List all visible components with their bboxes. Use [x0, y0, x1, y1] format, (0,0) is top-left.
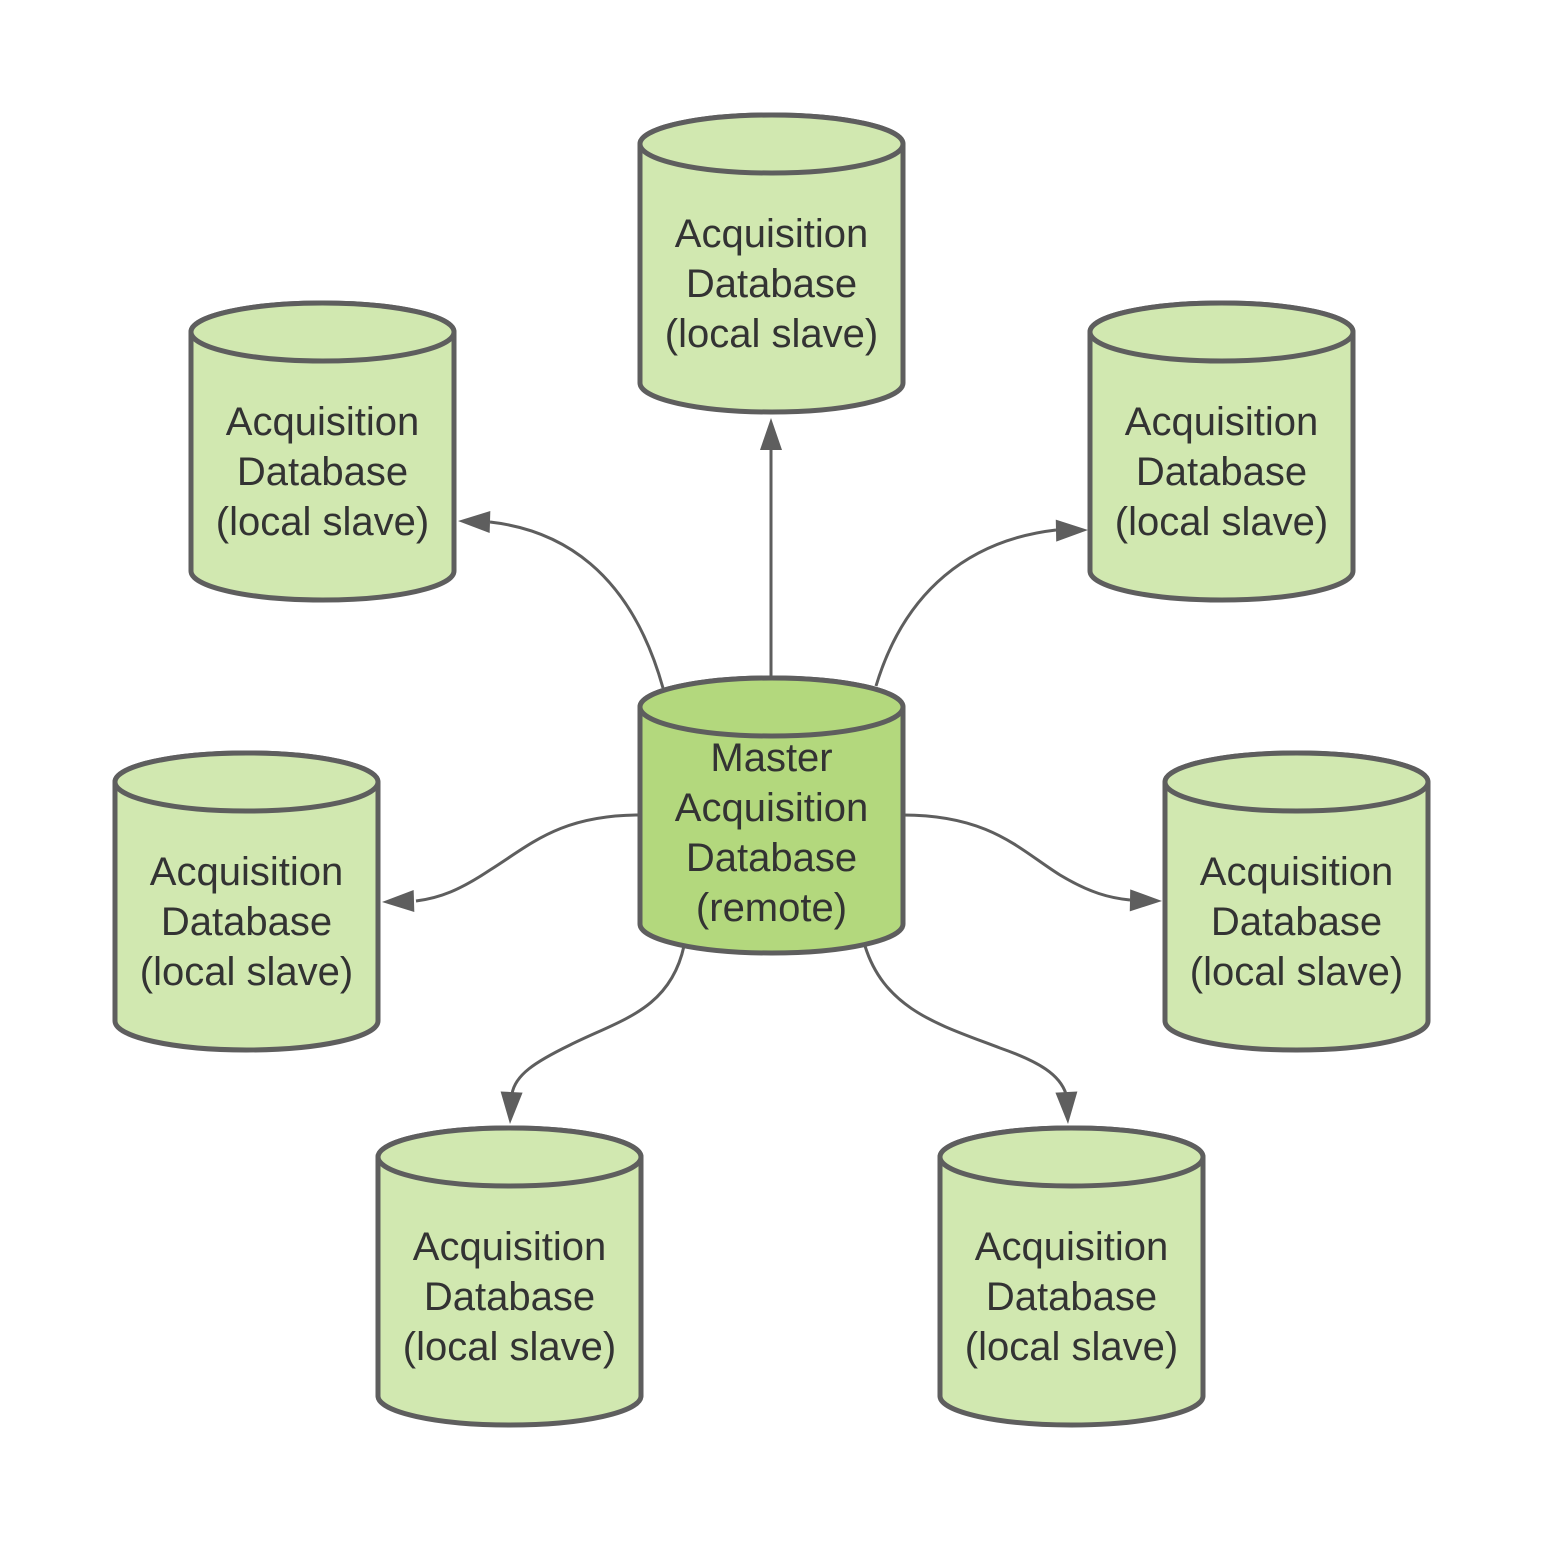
database-label-line: Acquisition [413, 1225, 606, 1269]
replication-edge-upper-left [489, 520, 665, 689]
database-label-line: (local slave) [1115, 500, 1328, 544]
replication-edge-middle-left [415, 813, 641, 903]
database-label-line: Database [986, 1275, 1157, 1319]
edges-layer [382, 418, 1162, 1124]
arrowhead-top [760, 418, 782, 450]
database-label-line: Acquisition [675, 212, 868, 256]
arrowhead-middle-right [1129, 889, 1162, 912]
cylinder-top [375, 1125, 644, 1189]
arrowhead-middle-left [382, 890, 415, 913]
database-label-line: Acquisition [1200, 850, 1393, 894]
database-label-line: Acquisition [1125, 400, 1318, 444]
database-label-line: (local slave) [965, 1325, 1178, 1369]
replication-edge-upper-right [874, 528, 1057, 687]
database-label-line: Database [1211, 900, 1382, 944]
arrowhead-bottom-right [1055, 1091, 1078, 1124]
database-label-line: Database [686, 836, 857, 880]
database-label-line: (local slave) [1190, 950, 1403, 994]
database-label-line: (local slave) [665, 312, 878, 356]
cylinder-top [1162, 750, 1431, 814]
database-label-line: (remote) [696, 886, 847, 930]
replication-edge-bottom-right [863, 945, 1068, 1095]
cylinder-top [637, 112, 906, 176]
cylinder-top [112, 750, 381, 814]
database-label-line: Master [710, 736, 832, 780]
database-label-line: Database [686, 262, 857, 306]
database-label-line: Database [237, 450, 408, 494]
replication-edge-middle-right [902, 813, 1131, 902]
database-label-line: Acquisition [975, 1225, 1168, 1269]
cylinder-top [1087, 300, 1356, 364]
database-label-line: Database [161, 900, 332, 944]
replication-edge-bottom-left [510, 945, 686, 1095]
database-label-line: Acquisition [226, 400, 419, 444]
database-label-line: (local slave) [403, 1325, 616, 1369]
arrowhead-upper-right [1055, 519, 1088, 542]
database-label-line: Acquisition [150, 850, 343, 894]
arrowhead-bottom-left [500, 1091, 523, 1124]
database-label-line: Database [1136, 450, 1307, 494]
database-label-line: (local slave) [140, 950, 353, 994]
database-label-line: (local slave) [216, 500, 429, 544]
database-label-line: Acquisition [675, 786, 868, 830]
cylinder-top [637, 675, 906, 739]
database-label-line: Database [424, 1275, 595, 1319]
cylinder-top [188, 300, 457, 364]
arrowhead-upper-left [458, 510, 491, 533]
cylinder-top [937, 1125, 1206, 1189]
